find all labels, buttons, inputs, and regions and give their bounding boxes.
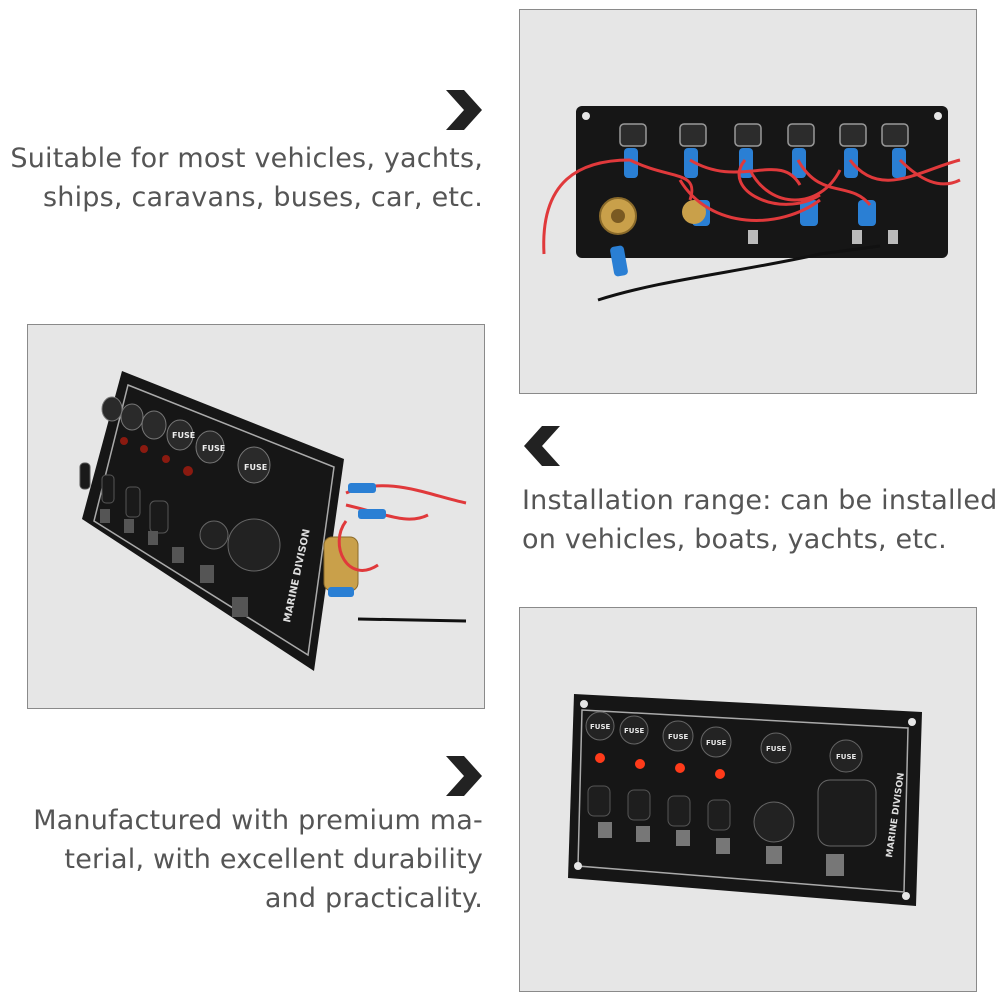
photo-panel-angled: FUSE FUSE FUSE MARINE DIVISON <box>27 324 485 709</box>
fuse-label: FUSE <box>202 444 225 453</box>
chevron-left-icon <box>524 426 560 466</box>
feature-line: on vehicles, boats, yachts, etc. <box>522 524 947 555</box>
chevron-right-icon <box>446 90 482 130</box>
feature-line: terial, with excellent durability <box>64 844 483 875</box>
fuse-label: FUSE <box>766 745 787 753</box>
photo-panel-front: FUSE FUSE FUSE FUSE FUSE FUSE MARINE DIV… <box>519 607 977 992</box>
fuse-label: FUSE <box>244 463 267 472</box>
feature-text-material: Manufactured with premium ma- terial, wi… <box>33 801 483 918</box>
fuse-label: FUSE <box>668 733 689 741</box>
fuse-label: FUSE <box>836 753 857 761</box>
chevron-right-icon <box>446 756 482 796</box>
feature-text-installation: Installation range: can be installed on … <box>522 481 998 559</box>
photo-panel-back-wiring <box>519 9 977 394</box>
feature-line: Installation range: can be installed <box>522 485 998 516</box>
feature-line: and practicality. <box>264 883 483 914</box>
feature-line: ships, caravans, buses, car, etc. <box>43 182 483 213</box>
feature-line: Suitable for most vehicles, yachts, <box>10 143 483 174</box>
feature-line: Manufactured with premium ma- <box>33 805 483 836</box>
fuse-label: FUSE <box>172 431 195 440</box>
fuse-label: FUSE <box>590 723 611 731</box>
fuse-label: FUSE <box>706 739 727 747</box>
fuse-label: FUSE <box>624 727 645 735</box>
feature-text-vehicles: Suitable for most vehicles, yachts, ship… <box>10 139 483 217</box>
